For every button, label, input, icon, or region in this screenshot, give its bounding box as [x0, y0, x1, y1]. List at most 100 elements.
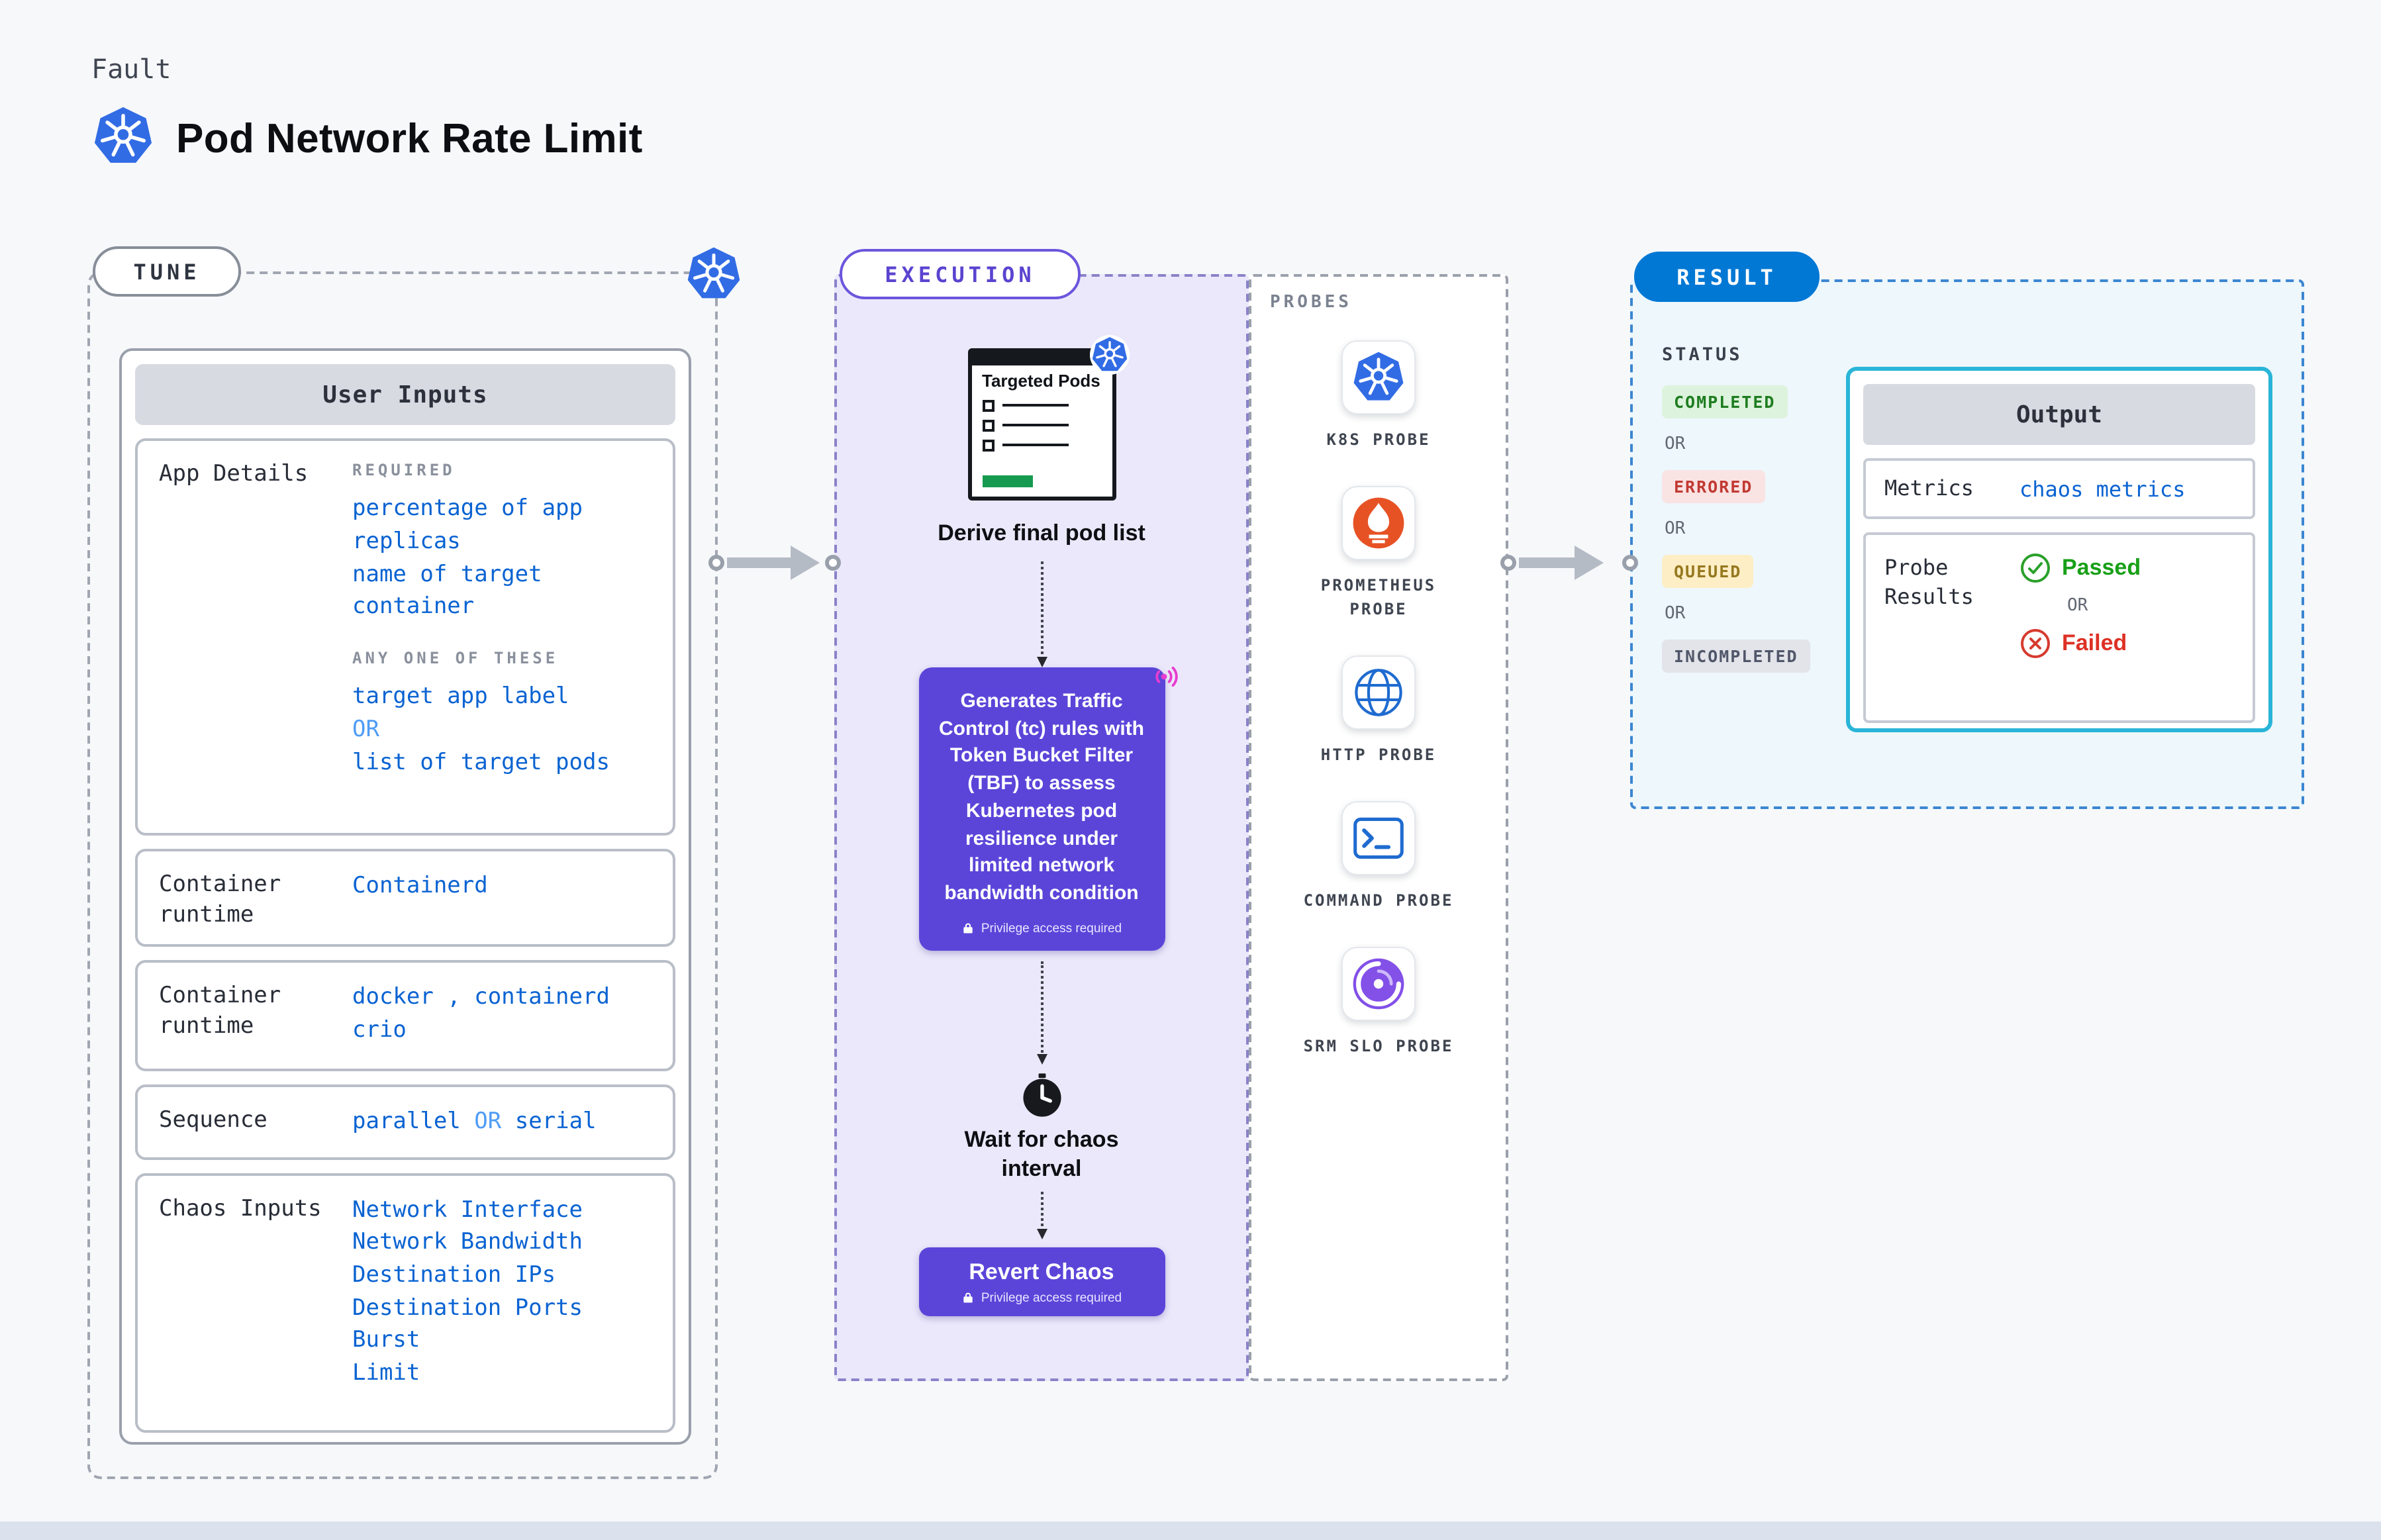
chaos-input-value: Burst [352, 1327, 420, 1354]
revert-chaos-box: Revert Chaos Privilege access required [918, 1247, 1165, 1316]
metrics-value: chaos metrics [2019, 476, 2186, 501]
status-badge: ERRORED [1662, 470, 1765, 503]
app-details-values: REQUIRED percentage of app replicas name… [352, 454, 673, 820]
metrics-label: Metrics [1884, 475, 1974, 501]
execution-pill: EXECUTION [840, 249, 1081, 299]
any-one-label: ANY ONE OF THESE [352, 648, 559, 667]
k8s-probe-icon [1341, 340, 1416, 414]
probe-item: PROMETHEUS PROBE [1292, 486, 1465, 621]
bottom-edge-strip [0, 1521, 2381, 1540]
output-header: Output [1863, 384, 2255, 445]
probe-results-values: Passed OR Failed [2019, 535, 2141, 720]
checkbox-icon [982, 419, 994, 432]
flow-connector [1036, 561, 1047, 668]
fault-eyebrow-label: Fault [91, 53, 171, 85]
status-badge: INCOMPLETED [1662, 640, 1810, 673]
prometheus-probe-icon [1341, 486, 1416, 560]
kubernetes-logo-icon [93, 106, 154, 167]
privilege-label: Privilege access required [981, 921, 1122, 936]
chaos-action-text: Generates Traffic Control (tc) rules wit… [939, 690, 1144, 904]
chaos-inputs-row: Chaos Inputs Network Interface Network B… [135, 1173, 675, 1433]
container-runtime-label: Container runtime [159, 871, 281, 928]
flow-connector [1036, 961, 1047, 1065]
user-inputs-header: User Inputs [135, 364, 675, 425]
arrow-shaft [727, 557, 793, 568]
sequence-row: Sequence parallel OR serial [135, 1084, 675, 1160]
privilege-note: Privilege access required [932, 1291, 1151, 1306]
required-item: name of target container [352, 561, 542, 620]
targeted-pods-icon: Targeted Pods [967, 335, 1129, 501]
wait-caption: Wait for chaos interval [964, 1126, 1119, 1181]
checkbox-icon [982, 439, 994, 452]
doc-topbar [971, 352, 1112, 365]
probe-results-row: Probe Results Passed OR Failed [1863, 532, 2255, 723]
sequence-value: serial [514, 1108, 597, 1135]
or-separator: OR [1665, 519, 1686, 539]
srm-slo-probe-icon [1341, 947, 1416, 1021]
or-separator: OR [1665, 434, 1686, 454]
doc-checkbox-row [982, 419, 1112, 432]
probe-label: COMMAND PROBE [1303, 891, 1454, 910]
user-inputs-card: User Inputs App Details REQUIRED percent… [119, 348, 691, 1445]
revert-chaos-label: Revert Chaos [969, 1259, 1114, 1284]
failed-line: Failed [2019, 628, 2141, 659]
any-item: list of target pods [352, 749, 610, 776]
any-item: target app label [352, 683, 569, 710]
container-runtime-label: Container runtime [159, 983, 281, 1039]
probes-panel [1249, 274, 1508, 1381]
sequence-label: Sequence [159, 1107, 267, 1133]
runtime-value: docker , containerd [352, 984, 610, 1010]
connector-ring [1622, 555, 1638, 571]
container-runtime-values: Containerd [352, 865, 673, 931]
page-title: Pod Network Rate Limit [176, 115, 643, 162]
or-separator: OR [1665, 604, 1686, 624]
status-label: STATUS [1662, 344, 1743, 365]
probe-label: HTTP PROBE [1320, 746, 1437, 764]
probe-item: SRM SLO PROBE [1292, 947, 1465, 1058]
chaos-input-value: Network Bandwidth [352, 1229, 583, 1256]
status-list: COMPLETED OR ERRORED OR QUEUED OR INCOMP… [1662, 385, 1810, 673]
output-card: Output Metrics chaos metrics Probe Resul… [1846, 367, 2272, 732]
connector-ring [708, 555, 724, 571]
flow-connector [1036, 1191, 1047, 1239]
failed-label: Failed [2062, 630, 2127, 655]
chaos-action-box: Generates Traffic Control (tc) rules wit… [918, 667, 1165, 951]
lock-icon [961, 922, 975, 935]
required-item: percentage of app replicas [352, 495, 583, 555]
status-badge: COMPLETED [1662, 385, 1788, 418]
runtime-value: crio [352, 1016, 407, 1043]
chaos-input-value: Limit [352, 1359, 420, 1386]
x-circle-icon [2019, 628, 2051, 659]
tune-section [87, 271, 718, 1479]
app-details-label: App Details [159, 461, 309, 487]
chaos-input-value: Network Interface [352, 1196, 583, 1224]
clock-icon [1019, 1072, 1064, 1117]
chaos-input-value: Destination IPs [352, 1261, 556, 1288]
chaos-inputs-label: Chaos Inputs [159, 1195, 322, 1222]
probes-label: PROBES [1270, 293, 1352, 313]
container-runtime-row: Container runtime Containerd [135, 849, 675, 947]
metrics-row: Metrics chaos metrics [1863, 458, 2255, 519]
doc-line [1002, 424, 1068, 427]
connector-ring [825, 555, 841, 571]
sequence-values: parallel OR serial [352, 1100, 673, 1143]
status-badge: QUEUED [1662, 555, 1754, 588]
arrow-shaft [1519, 557, 1577, 568]
probe-results-label: Probe Results [1884, 555, 1974, 609]
required-label: REQUIRED [352, 461, 456, 479]
container-runtime-row: Container runtime docker , containerd cr… [135, 960, 675, 1071]
passed-label: Passed [2062, 555, 2141, 580]
doc-line [1002, 444, 1068, 447]
kubernetes-icon [686, 246, 742, 302]
doc-checkbox-row [982, 439, 1112, 452]
check-circle-icon [2019, 552, 2051, 584]
probe-item: HTTP PROBE [1292, 655, 1465, 767]
command-probe-icon [1341, 801, 1416, 875]
probes-list: K8S PROBE PROMETHEUS PROBE HTTP PROBE CO… [1249, 274, 1508, 1058]
targeted-pods-caption: Targeted Pods [982, 371, 1100, 391]
http-probe-icon [1341, 655, 1416, 730]
lock-icon [961, 1292, 975, 1305]
doc-checkbox-row [982, 399, 1112, 412]
derive-pod-list-caption: Derive final pod list [938, 520, 1145, 546]
result-pill: RESULT [1634, 252, 1820, 302]
